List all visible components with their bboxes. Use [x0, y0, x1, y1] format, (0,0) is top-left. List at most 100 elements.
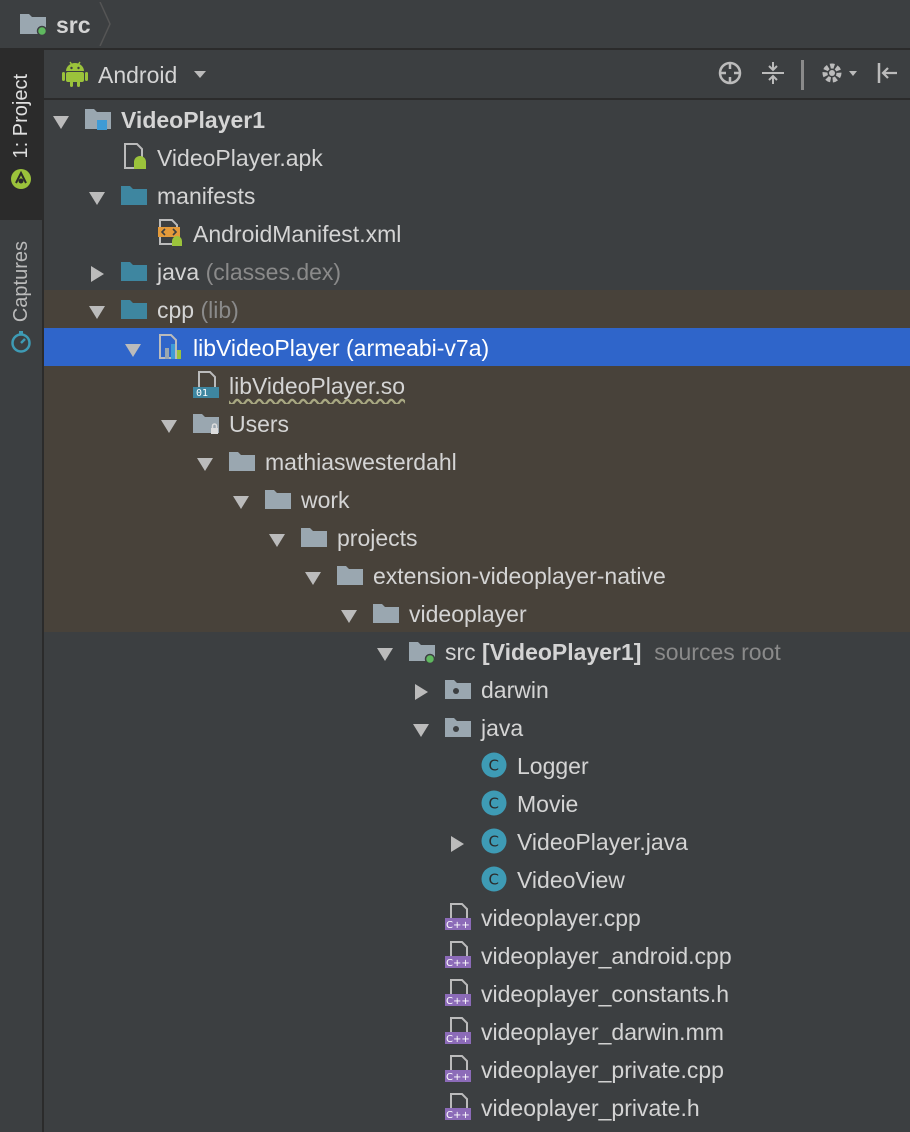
tree-node[interactable]: videoplayer — [44, 594, 910, 632]
class-icon: C — [480, 827, 508, 855]
android-icon — [62, 59, 88, 92]
tree-node[interactable]: VideoPlayer.apk — [44, 138, 910, 176]
node-name: Users — [229, 411, 290, 437]
tree-node[interactable]: Users — [44, 404, 910, 442]
tree-node[interactable]: C VideoPlayer.java — [44, 822, 910, 860]
tree-node[interactable]: src [VideoPlayer1] sources root — [44, 632, 910, 670]
svg-text:C++: C++ — [446, 1110, 470, 1121]
node-name: VideoPlayer.java — [517, 829, 688, 855]
breadcrumb: src — [0, 0, 910, 50]
tree-node[interactable]: cpp (lib) — [44, 290, 910, 328]
node-name: Logger — [517, 753, 589, 779]
tree-node[interactable]: AndroidManifest.xml — [44, 214, 910, 252]
tree-node[interactable]: C++videoplayer_android.cpp — [44, 936, 910, 974]
tree-node[interactable]: C++videoplayer_private.h — [44, 1088, 910, 1126]
node-name: videoplayer — [409, 601, 527, 627]
expanded-arrow-icon[interactable] — [232, 490, 250, 509]
tree-node[interactable]: work — [44, 480, 910, 518]
node-name: Movie — [517, 791, 579, 817]
expanded-arrow-icon[interactable] — [88, 186, 106, 205]
tree-node[interactable]: mathiaswesterdahl — [44, 442, 910, 480]
tree-node[interactable]: C++videoplayer_constants.h — [44, 974, 910, 1012]
expanded-arrow-icon[interactable] — [124, 338, 142, 357]
node-name: extension-videoplayer-native — [373, 563, 666, 589]
tree-node[interactable]: C++videoplayer.cpp — [44, 898, 910, 936]
collapsed-arrow-icon[interactable] — [448, 832, 466, 852]
tree-node-label: VideoPlayer.apk — [157, 145, 323, 172]
tab-project-label: 1: Project — [9, 74, 32, 159]
settings-button[interactable] — [817, 60, 861, 90]
module-icon — [84, 105, 112, 133]
cpp-file-icon: C++ — [444, 1055, 472, 1083]
node-name: AndroidManifest.xml — [193, 221, 402, 247]
expanded-arrow-icon[interactable] — [268, 528, 286, 547]
native-library-icon — [156, 333, 184, 361]
collapsed-arrow-icon[interactable] — [412, 680, 430, 700]
expanded-arrow-icon[interactable] — [196, 452, 214, 471]
tree-node[interactable]: java (classes.dex) — [44, 252, 910, 290]
collapsed-arrow-icon[interactable] — [88, 262, 106, 282]
tree-node-label: mathiaswesterdahl — [265, 449, 457, 476]
class-icon: C — [480, 865, 508, 893]
tree-node[interactable]: darwin — [44, 670, 910, 708]
tree-node[interactable]: C++videoplayer_darwin.mm — [44, 1012, 910, 1050]
locate-button[interactable] — [714, 60, 746, 90]
view-mode-dropdown[interactable]: Android — [62, 58, 207, 92]
tree-node[interactable]: projects — [44, 518, 910, 556]
project-panel: Android — [44, 50, 910, 1132]
tab-captures[interactable]: Captures — [0, 230, 42, 370]
hide-panel-icon — [875, 60, 901, 91]
tree-node-label: Movie — [517, 791, 578, 818]
breadcrumb-separator-icon — [98, 1, 114, 51]
class-icon: C — [480, 751, 508, 779]
tree-node[interactable]: C Logger — [44, 746, 910, 784]
tree-node[interactable]: VideoPlayer1 — [44, 100, 910, 138]
tree-node[interactable]: 01 libVideoPlayer.so — [44, 366, 910, 404]
tree-node[interactable]: libVideoPlayer (armeabi-v7a) — [44, 328, 910, 366]
tree-node[interactable]: C++ videoplayer_private.cpp — [44, 1050, 910, 1088]
cpp-file-icon: C++ — [444, 1093, 472, 1121]
svg-text:C++: C++ — [446, 996, 470, 1007]
caret-down-icon — [193, 66, 207, 84]
hide-panel-button[interactable] — [872, 60, 904, 90]
expanded-arrow-icon[interactable] — [304, 566, 322, 585]
sources-root-hint: sources root — [641, 639, 781, 665]
tree-node-label: videoplayer — [409, 601, 527, 628]
android-project-icon — [9, 167, 33, 196]
tree-node-label: videoplayer_private.cpp — [481, 1057, 724, 1084]
tree-node-label: java — [481, 715, 523, 742]
node-name: mathiaswesterdahl — [265, 449, 457, 475]
tree-node-label: src [VideoPlayer1] sources root — [445, 639, 781, 666]
breadcrumb-item-src[interactable]: src — [18, 8, 91, 42]
class-icon: C — [480, 789, 508, 817]
expanded-arrow-icon[interactable] — [88, 300, 106, 319]
tree-node[interactable]: C Movie — [44, 784, 910, 822]
node-name: java — [481, 715, 524, 741]
node-name: manifests — [157, 183, 256, 209]
svg-text:C: C — [489, 757, 499, 775]
binary-file-icon: 01 — [192, 371, 220, 399]
header-divider — [801, 60, 804, 90]
cpp-file-icon: C++ — [444, 1017, 472, 1045]
tree-node-label: AndroidManifest.xml — [193, 221, 401, 248]
tree-node-label: libVideoPlayer.so — [229, 373, 405, 400]
tree-node[interactable]: java — [44, 708, 910, 746]
tree-node[interactable]: extension-videoplayer-native — [44, 556, 910, 594]
tree-node[interactable]: manifests — [44, 176, 910, 214]
svg-text:01: 01 — [196, 388, 208, 399]
expanded-arrow-icon[interactable] — [412, 718, 430, 737]
expanded-arrow-icon[interactable] — [160, 414, 178, 433]
svg-text:C++: C++ — [446, 958, 470, 969]
svg-text:C++: C++ — [446, 1072, 470, 1083]
tree-node-label: VideoPlayer.java — [517, 829, 688, 856]
expanded-arrow-icon[interactable] — [340, 604, 358, 623]
tab-project[interactable]: 1: Project — [0, 50, 42, 220]
folder-icon — [336, 561, 364, 589]
collapse-all-button[interactable] — [757, 60, 789, 90]
tab-captures-label: Captures — [9, 240, 32, 323]
node-name: VideoPlayer.apk — [157, 145, 323, 171]
expanded-arrow-icon[interactable] — [376, 642, 394, 661]
expanded-arrow-icon[interactable] — [52, 110, 70, 129]
node-name: work — [301, 487, 350, 513]
